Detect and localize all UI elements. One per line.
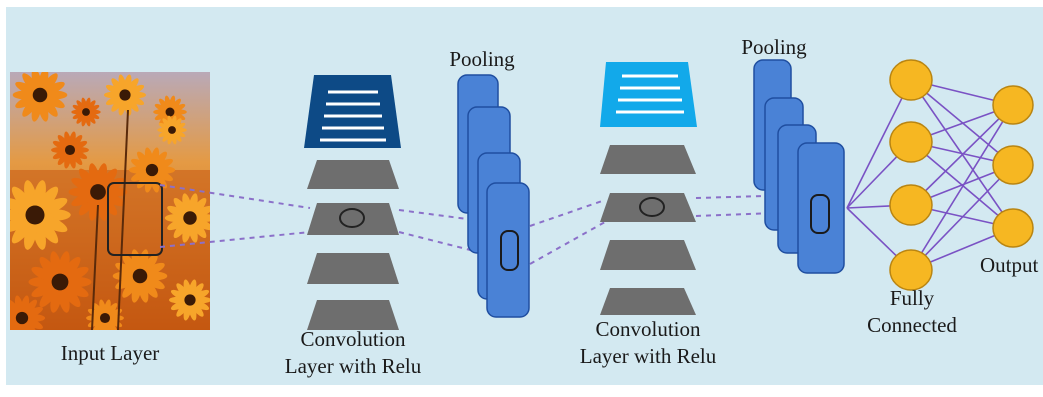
pooled-feature-map: [797, 142, 845, 274]
fc-neuron: [889, 184, 933, 226]
conv2-receptive-marker: [639, 197, 665, 217]
pool-receptive-marker: [500, 230, 519, 271]
flower-shape: [10, 295, 46, 330]
fc-input-connection: [846, 79, 912, 209]
conv2-label-line2: Layer with Relu: [580, 344, 717, 368]
flower-shape: [112, 249, 168, 303]
conv1-feature-map-2: [307, 203, 399, 235]
conv1-receptive-marker: [339, 208, 365, 228]
conv1-label-line2: Layer with Relu: [285, 354, 422, 378]
input-layer-label: Input Layer: [61, 341, 160, 365]
dashed-projection: [529, 221, 606, 265]
output-neuron: [992, 85, 1034, 125]
conv1-filter: [304, 75, 401, 148]
conv2-feature-map-2: [600, 193, 696, 222]
conv2-filter: [600, 62, 697, 127]
fc-neuron: [889, 249, 933, 291]
conv1-feature-map-1: [307, 160, 399, 189]
flower-shape: [71, 97, 101, 127]
flower-shape: [28, 251, 92, 313]
flower-shape: [169, 279, 210, 321]
flower-shape: [104, 74, 146, 116]
fc-output-connection: [910, 104, 1014, 206]
conv2-feature-map-4: [600, 288, 696, 315]
flower-shape: [68, 163, 128, 221]
pool-receptive-marker: [810, 194, 830, 234]
fc-neurons: [889, 59, 933, 291]
projection-lines: [159, 184, 801, 265]
output-label: Output: [980, 253, 1039, 277]
flower-shape: [12, 72, 68, 122]
conv2-label-line1: Convolution: [595, 317, 701, 341]
flower-shape: [164, 193, 210, 243]
flower-shape: [157, 115, 187, 145]
fc-neuron: [889, 121, 933, 163]
conv-block-2: [600, 62, 697, 315]
fc-label-line2: Connected: [867, 313, 957, 337]
conv1-label-line1: Convolution: [300, 327, 406, 351]
conv1-feature-map-3: [307, 253, 399, 284]
conv-block-1: [304, 75, 401, 330]
fc-neuron: [889, 59, 933, 101]
flower-stem: [91, 204, 99, 330]
fc-output-connection: [910, 164, 1014, 271]
pooled-feature-map: [486, 182, 530, 318]
pool1-label: Pooling: [449, 47, 515, 71]
pooling-block-2: [753, 59, 845, 274]
pool2-label: Pooling: [741, 35, 807, 59]
output-neurons: [992, 85, 1034, 248]
dashed-projection: [695, 211, 801, 217]
fc-output-connection: [910, 104, 1014, 271]
fc-connections: [846, 79, 1014, 271]
pooling-block-1: [457, 74, 530, 318]
receptive-field-box: [107, 182, 163, 256]
flower-shape: [51, 131, 89, 169]
fc-label-line1: Fully: [890, 286, 935, 310]
conv1-feature-map-4: [307, 300, 399, 330]
fc-output-connection: [910, 79, 1014, 166]
output-neuron: [992, 208, 1034, 248]
flower-stem: [117, 109, 129, 330]
output-neuron: [992, 145, 1034, 185]
conv2-feature-map-1: [600, 145, 696, 174]
dashed-projection: [695, 194, 801, 199]
flower-shape: [10, 180, 71, 250]
dashed-projection: [529, 199, 606, 227]
conv2-feature-map-3: [600, 240, 696, 270]
